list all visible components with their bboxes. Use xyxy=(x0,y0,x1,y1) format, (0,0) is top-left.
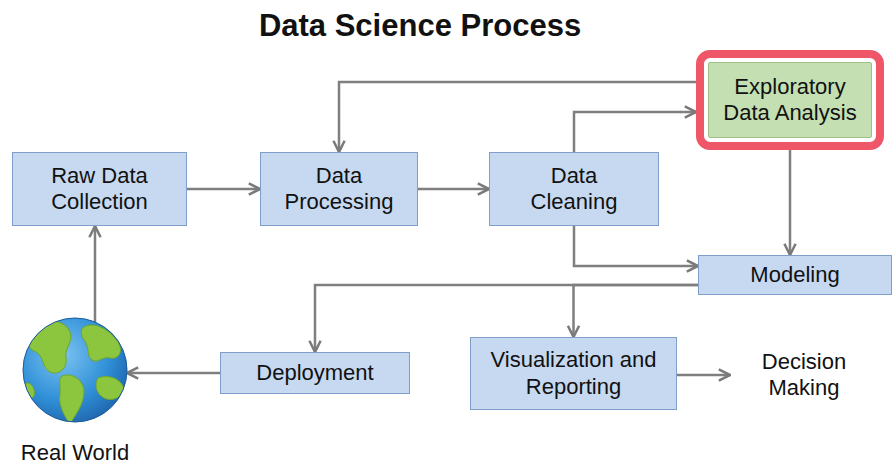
node-label: Deployment xyxy=(256,360,373,386)
flow-arrow xyxy=(187,188,260,191)
process-box: Data Cleaning xyxy=(489,152,659,226)
outcome-text: Decision Making xyxy=(730,343,878,407)
highlighted-process-box: Exploratory Data Analysis xyxy=(708,62,872,138)
flow-arrow xyxy=(574,285,699,337)
node-label: Decision Making xyxy=(739,349,869,402)
node-label: Data Processing xyxy=(269,163,409,216)
world-node: Real World xyxy=(10,428,140,466)
process-box: Data Processing xyxy=(260,152,418,226)
flow-arrow xyxy=(127,372,220,375)
flow-arrow xyxy=(94,226,97,324)
process-box: Modeling xyxy=(698,255,892,295)
flow-arrow xyxy=(574,112,696,152)
flow-arrow xyxy=(677,374,730,377)
node-label: Raw Data Collection xyxy=(25,163,175,216)
flow-arrow xyxy=(789,150,792,255)
node-label: Data Cleaning xyxy=(509,163,639,216)
node-label: Real World xyxy=(21,440,129,466)
node-label: Visualization and Reporting xyxy=(479,347,669,400)
flow-arrow xyxy=(339,82,696,152)
node-label: Modeling xyxy=(750,262,839,288)
process-box: Raw Data Collection xyxy=(12,152,187,226)
process-box: Visualization and Reporting xyxy=(470,337,677,410)
diagram-title: Data Science Process xyxy=(0,8,840,44)
node-label: Exploratory Data Analysis xyxy=(715,74,865,127)
flow-arrow xyxy=(574,226,698,266)
flow-arrow xyxy=(418,188,489,191)
process-box: Deployment xyxy=(220,352,410,394)
